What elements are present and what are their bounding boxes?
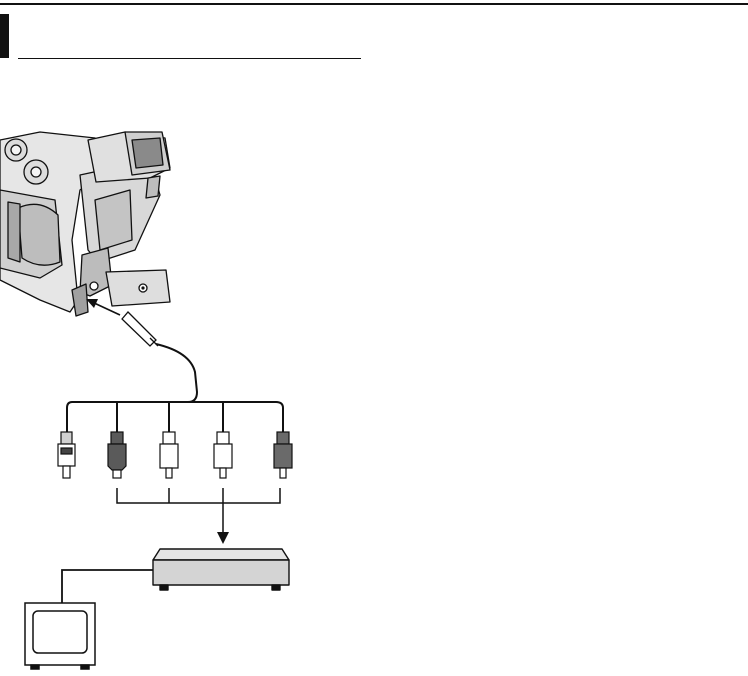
plug-5 [274,432,292,478]
plug-icon [58,432,292,478]
bracket-arrow-icon [117,488,280,544]
plug-4 [214,432,232,478]
tv-icon [25,603,95,669]
plug-1 [58,432,75,478]
heading-underline [18,58,361,59]
vcr-icon [153,549,289,590]
camcorder-icon [0,132,170,316]
cable-icon [67,312,283,432]
plug-3 [160,432,178,478]
top-rule [0,3,748,5]
connection-diagram [0,120,320,676]
tv-wire [62,570,153,603]
plug-2 [108,432,126,478]
section-tab-marker [0,14,9,58]
